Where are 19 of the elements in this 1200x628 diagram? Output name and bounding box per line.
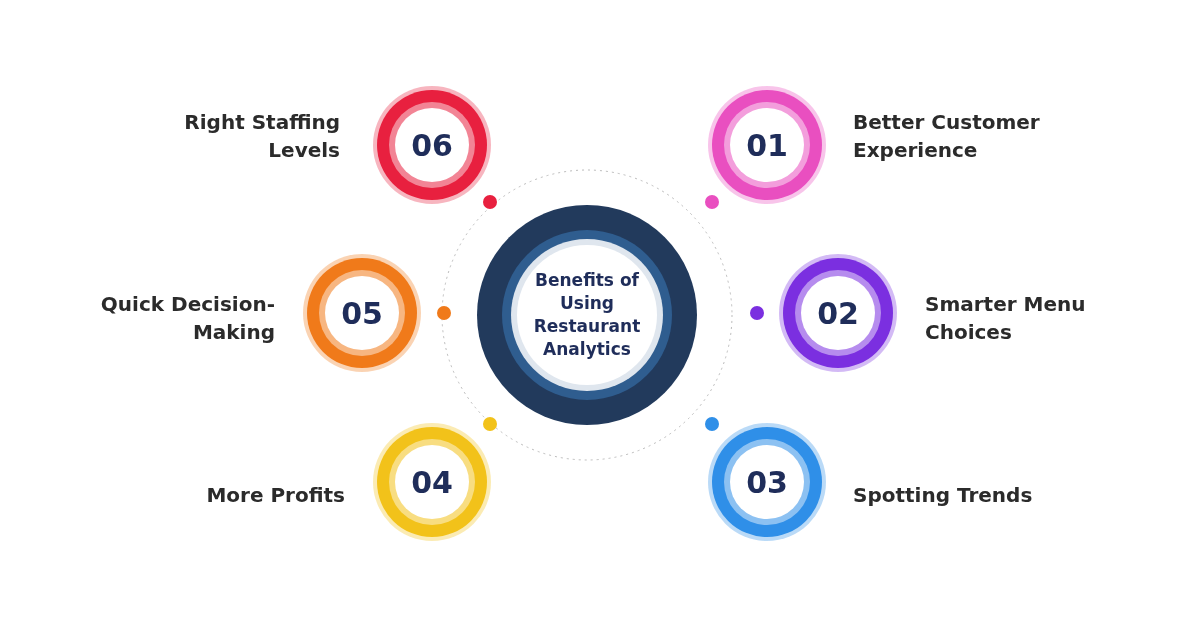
number-circle — [307, 258, 417, 368]
benefit-label: Quick Decision-Making — [99, 291, 275, 346]
number-circle — [377, 427, 487, 537]
benefit-label: Spotting Trends — [853, 482, 1034, 509]
step-number: 05 — [341, 295, 383, 331]
step-number: 03 — [746, 464, 788, 500]
number-circle — [377, 90, 487, 200]
benefit-label: More Profits — [205, 482, 345, 509]
step-number: 02 — [817, 295, 859, 331]
step-number: 06 — [411, 127, 453, 163]
step-number: 01 — [746, 127, 788, 163]
benefit-label: Smarter Menu Choices — [925, 291, 1087, 346]
step-number: 04 — [411, 464, 453, 500]
number-circle — [712, 427, 822, 537]
center-title: Benefits of Using Restaurant Analytics — [532, 269, 642, 361]
number-circle — [712, 90, 822, 200]
number-circle — [783, 258, 893, 368]
benefit-label: Better Customer Experience — [853, 109, 1041, 164]
benefit-label: Right Staffing Levels — [183, 109, 340, 164]
